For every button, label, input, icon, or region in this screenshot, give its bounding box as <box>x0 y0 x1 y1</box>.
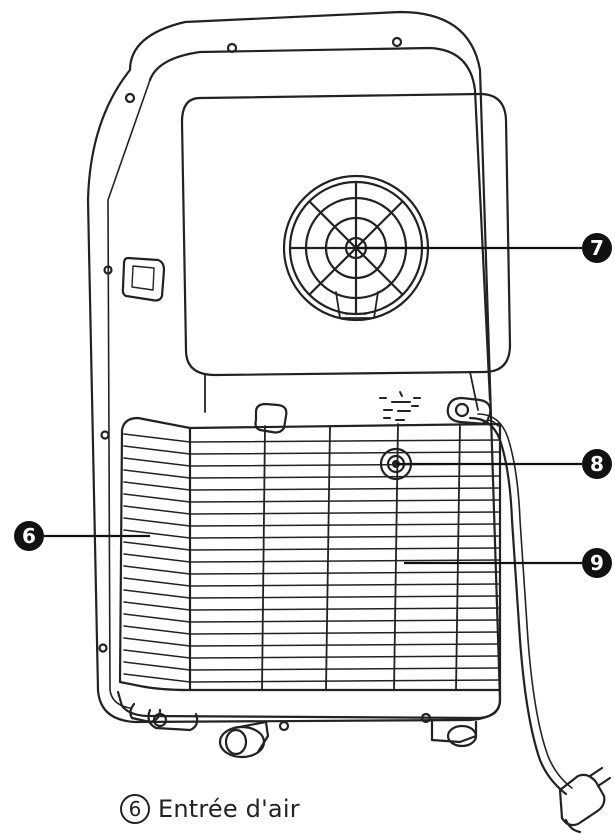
grille-louver <box>189 475 501 479</box>
drain-symbol-icon <box>379 391 421 421</box>
grille-louver <box>189 571 501 575</box>
caster-wheel <box>218 720 270 759</box>
callout-9-number: 9 <box>590 551 604 575</box>
air-intake-grille <box>118 416 502 692</box>
grille-louver <box>189 583 501 587</box>
screw-icon <box>124 92 136 104</box>
grille-louver <box>123 589 191 599</box>
legend-caption: 6 Entrée d'air <box>120 787 300 831</box>
legend-label: Entrée d'air <box>158 795 300 823</box>
grille-louver <box>189 511 501 515</box>
grille-louver <box>189 667 501 671</box>
exhaust-panel <box>180 92 512 377</box>
grille-louver <box>123 661 191 671</box>
grille-louver <box>123 493 191 503</box>
grille-louver <box>123 637 191 647</box>
grille-louver <box>123 541 191 551</box>
grille-louver <box>189 559 501 563</box>
caster-wheel <box>129 702 199 732</box>
grille-louver <box>123 469 191 479</box>
cord-hook <box>446 396 492 426</box>
hose-fitting <box>254 402 288 434</box>
grille-louver <box>189 595 501 599</box>
callout-9: 9 <box>582 548 612 578</box>
grille-louver <box>189 619 501 623</box>
unit-outer-shell <box>86 10 502 724</box>
caster-wheel <box>278 712 478 748</box>
callout-7-number: 7 <box>590 236 604 260</box>
grille-louver <box>189 487 501 491</box>
grille-louver <box>189 607 501 611</box>
grille-louver <box>123 673 191 683</box>
grille-louver <box>123 505 191 515</box>
grille-louver <box>189 679 501 683</box>
grille-louver <box>189 439 501 443</box>
screw-icon <box>98 643 108 653</box>
grille-louver <box>189 451 501 455</box>
grille-louver <box>123 553 191 563</box>
side-handle <box>121 256 166 302</box>
grille-louver <box>123 577 191 587</box>
callout-6: 6 <box>14 521 44 551</box>
power-plug-icon <box>558 766 612 834</box>
grille-louver <box>123 565 191 575</box>
screw-icon <box>100 430 110 440</box>
callout-8-number: 8 <box>590 452 604 476</box>
grille-louver <box>123 433 191 443</box>
callout-6-number: 6 <box>22 524 36 548</box>
grille-louver <box>189 523 501 527</box>
unit-base <box>116 688 502 720</box>
power-cord <box>468 416 568 796</box>
grille-louver <box>123 613 191 623</box>
grille-louver <box>123 517 191 527</box>
unit-inner-shell <box>148 46 492 402</box>
grille-louver <box>189 535 501 539</box>
screw-icon <box>391 36 403 48</box>
grille-louver <box>189 631 501 635</box>
grille-louver <box>189 655 501 659</box>
grille-louver <box>123 529 191 539</box>
grille-louver <box>189 643 501 647</box>
screw-icon <box>226 42 238 54</box>
grille-louver <box>123 457 191 467</box>
grille-louver <box>123 481 191 491</box>
callout-8: 8 <box>582 449 612 479</box>
grille-louver <box>123 625 191 635</box>
screw-icon <box>103 265 113 275</box>
grille-louver <box>123 445 191 455</box>
grille-louver <box>189 547 501 551</box>
callout-7: 7 <box>582 233 612 263</box>
grille-louver <box>123 649 191 659</box>
grille-louver <box>123 601 191 611</box>
legend-number: 6 <box>120 794 150 824</box>
grille-louver <box>189 499 501 503</box>
